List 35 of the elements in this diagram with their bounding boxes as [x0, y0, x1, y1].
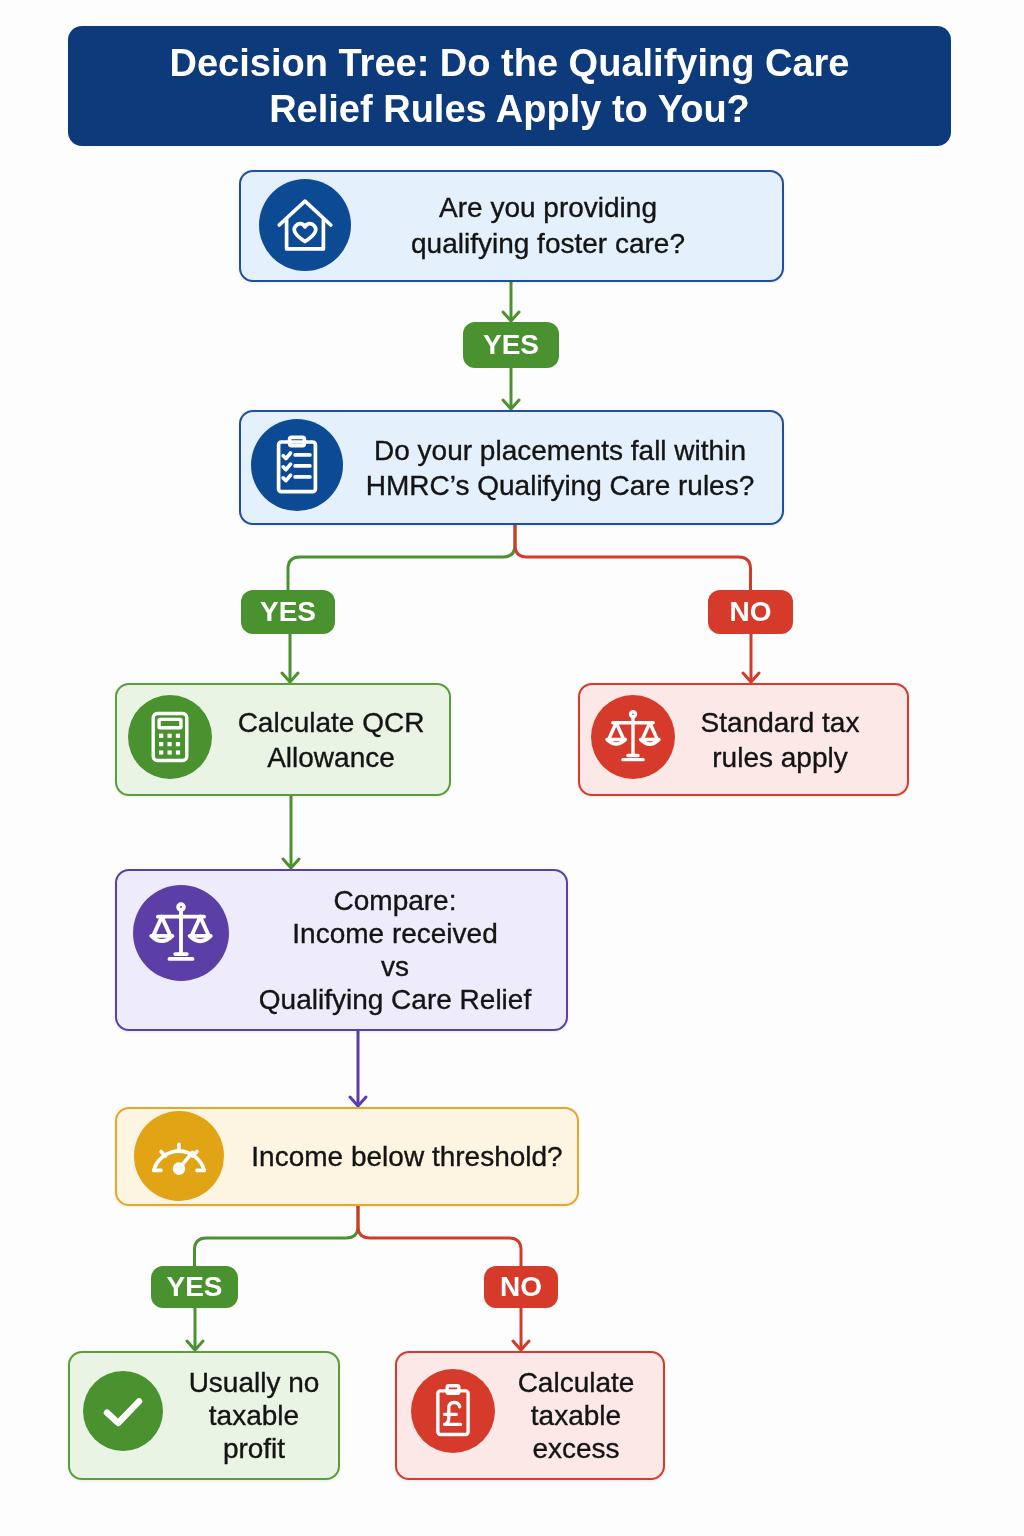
arrow [741, 634, 761, 684]
arrow [185, 1308, 205, 1352]
question-box [239, 170, 784, 282]
step-text: Income received [292, 916, 498, 950]
arrow [281, 796, 301, 870]
arrow [501, 368, 521, 411]
result-text: Usually no taxable profit [187, 1365, 321, 1466]
arrow [511, 1308, 531, 1352]
answer-tag: YES [151, 1266, 238, 1308]
step-box [115, 869, 568, 1031]
arrow [280, 634, 300, 684]
question-text: Do your placements fall within HMRC’s Qualifying Care rules? [364, 433, 756, 503]
step-text: Compare: [333, 883, 457, 917]
step-text: Qualifying Care Relief [258, 983, 532, 1017]
result-box [578, 683, 909, 796]
connector-line [513, 525, 752, 590]
step-box [115, 683, 451, 796]
arrow [348, 1031, 368, 1108]
answer-tag: NO [484, 1266, 558, 1308]
result-text: Calculate taxable excess [516, 1365, 636, 1466]
question-text: Income below threshold? [251, 1140, 563, 1174]
step-text: vs [381, 950, 409, 984]
answer-tag: NO [708, 590, 793, 634]
step-text: Calculate QCR Allowance [236, 705, 426, 775]
question-box [239, 410, 784, 525]
connector-line [356, 1206, 523, 1266]
question-box [115, 1107, 579, 1206]
arrow [501, 282, 521, 323]
answer-tag: YES [463, 322, 559, 368]
question-text: Are you providing qualifying foster care? [410, 190, 686, 261]
result-text: Standard tax rules apply [699, 705, 861, 775]
result-box [395, 1351, 665, 1480]
result-box [68, 1351, 340, 1480]
diagram-title: Decision Tree: Do the Qualifying Care Relief Rules Apply to You? [168, 40, 851, 132]
answer-tag: YES [241, 590, 335, 634]
